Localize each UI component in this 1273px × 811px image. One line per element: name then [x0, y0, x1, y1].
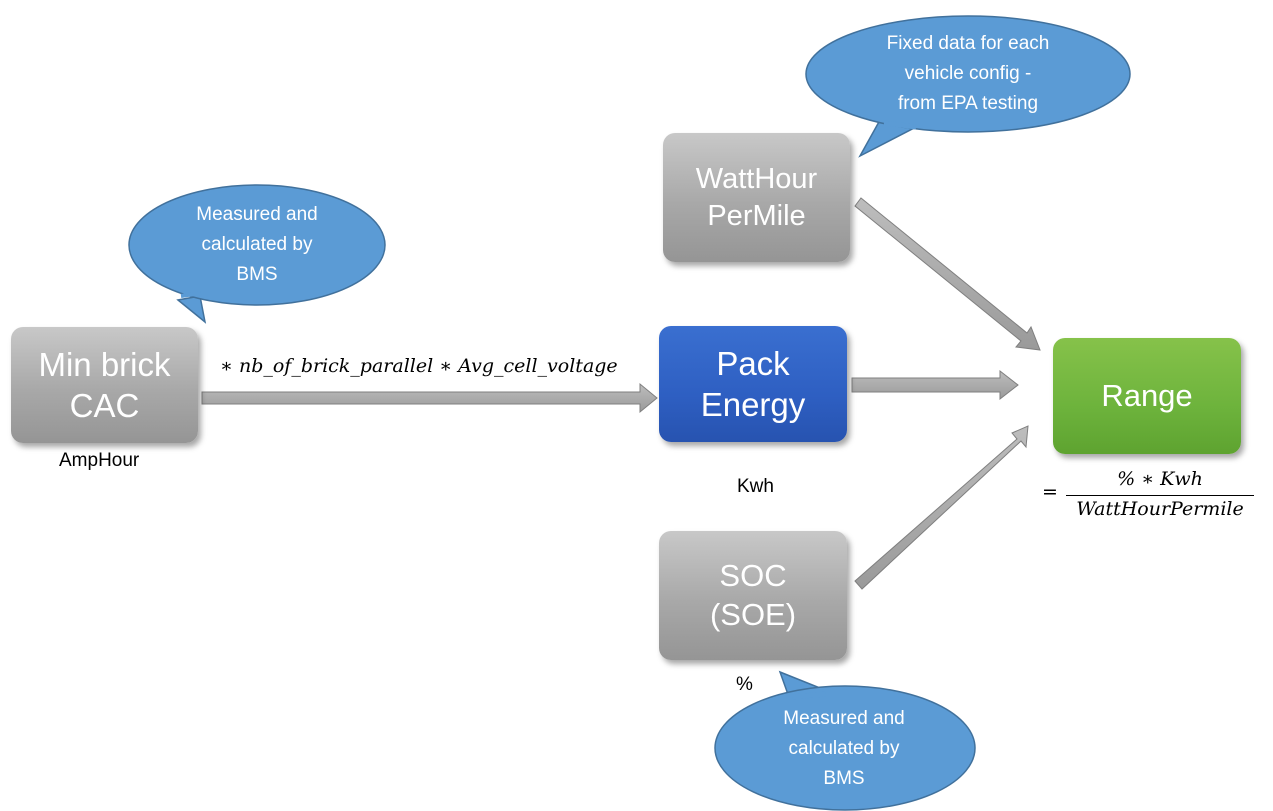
node-min-brick-cac[interactable]: Min brick CAC — [11, 327, 198, 443]
node-range[interactable]: Range — [1053, 338, 1241, 454]
arrow-cac-to-pack — [201, 382, 658, 414]
range-formula: = % ∗ Kwh WattHourPermile — [1042, 468, 1254, 528]
formula-denominator: WattHourPermile — [1076, 498, 1244, 520]
callout-bms-top: Measured and calculated by BMS — [157, 200, 357, 290]
callout-line: Measured and — [783, 708, 905, 729]
unit-amphour: AmpHour — [59, 450, 140, 471]
arrow-pack-to-range — [851, 369, 1019, 401]
unit-percent: % — [736, 674, 753, 695]
node-soc-soe[interactable]: SOC (SOE) — [659, 531, 847, 660]
node-watthour-per-mile[interactable]: WattHour PerMile — [663, 133, 850, 262]
callout-line: BMS — [823, 768, 865, 789]
callout-line: calculated by — [788, 738, 900, 759]
unit-kwh: Kwh — [737, 476, 774, 497]
callout-line: BMS — [236, 264, 278, 285]
callout-line: Measured and — [196, 204, 318, 225]
node-label: SOC — [719, 557, 787, 593]
node-label: Energy — [700, 386, 806, 423]
edge-label-cac-to-pack: ∗ nb_of_brick_parallel ∗ Avg_cell_voltag… — [220, 355, 618, 377]
callout-bms-bottom: Measured and calculated by BMS — [744, 704, 944, 794]
callout-bms-top-bubble — [128, 184, 386, 324]
formula-numerator: % ∗ Kwh — [1117, 468, 1203, 490]
formula-equals: = — [1042, 481, 1058, 503]
formula-fraction-bar — [1066, 495, 1254, 496]
node-label: (SOE) — [709, 596, 797, 632]
callout-line: vehicle config - — [904, 63, 1032, 84]
arrow-watthour-to-range — [854, 197, 1041, 351]
callout-line: from EPA testing — [897, 93, 1039, 114]
callout-epa: Fixed data for each vehicle config - fro… — [838, 29, 1098, 119]
callout-line: calculated by — [201, 234, 313, 255]
arrow-soc-to-range — [854, 425, 1029, 590]
node-label: CAC — [69, 387, 140, 424]
node-label: PerMile — [707, 199, 806, 232]
node-label: Min brick — [38, 345, 171, 383]
node-label: WattHour — [695, 163, 818, 196]
node-label: Range — [1101, 377, 1193, 413]
node-label: Pack — [716, 344, 790, 382]
callout-line: Fixed data for each — [886, 33, 1050, 54]
callout-bms-bottom-bubble — [714, 670, 976, 811]
callout-epa-bubble — [805, 15, 1131, 158]
node-pack-energy[interactable]: Pack Energy — [659, 326, 847, 442]
